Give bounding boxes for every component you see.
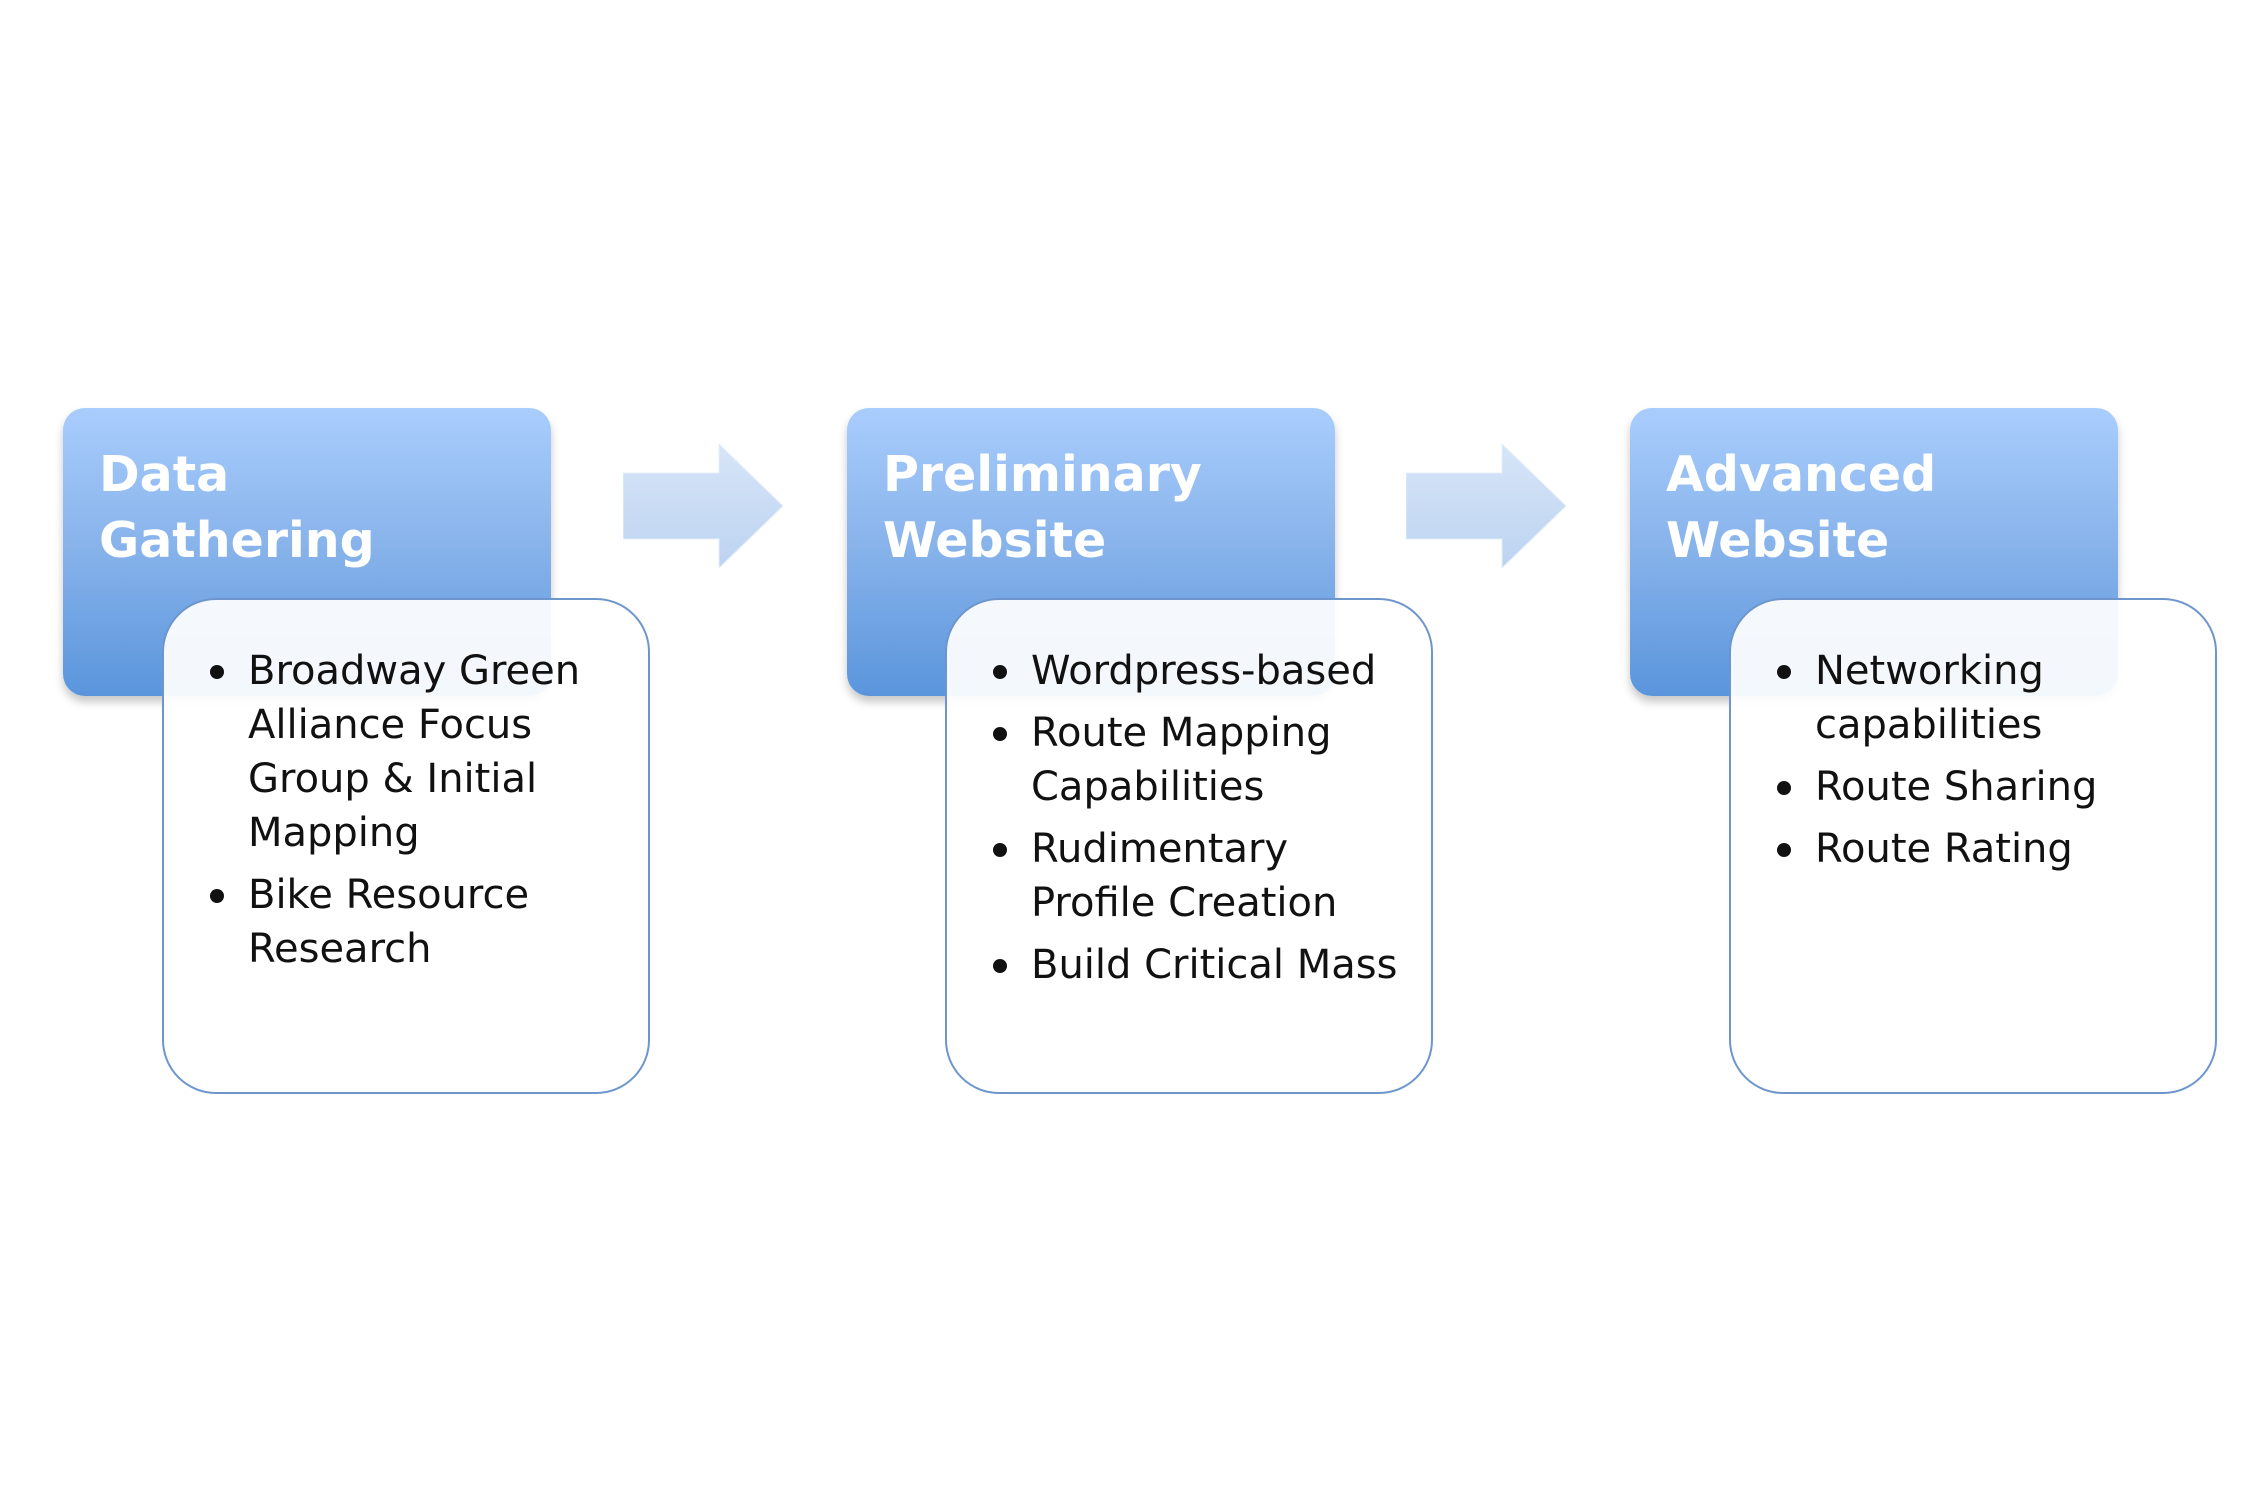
- step-3-details: Networking capabilities Route Sharing Ro…: [1729, 598, 2217, 1094]
- step-2-item: Wordpress-based: [993, 644, 1411, 698]
- step-2-details: Wordpress-based Route Mapping Capabiliti…: [945, 598, 1433, 1094]
- step-3-item: Networking capabilities: [1777, 644, 2195, 752]
- step-1-item: Bike Resource Research: [210, 868, 628, 976]
- step-2-item: Build Critical Mass: [993, 938, 1411, 992]
- step-1-details: Broadway Green Alliance Focus Group & In…: [162, 598, 650, 1094]
- step-3-list: Networking capabilities Route Sharing Ro…: [1777, 644, 2195, 876]
- step-1-list: Broadway Green Alliance Focus Group & In…: [210, 644, 628, 976]
- step-3-item: Route Sharing: [1777, 760, 2195, 814]
- arrow-right-icon: [1406, 444, 1566, 568]
- step-2-title: Preliminary Website: [883, 446, 1202, 569]
- arrow-right-icon: [623, 444, 783, 568]
- step-1-item: Broadway Green Alliance Focus Group & In…: [210, 644, 628, 860]
- step-3-title: Advanced Website: [1666, 446, 1937, 569]
- step-3-header: Advanced Website: [1630, 408, 2118, 696]
- step-2-item: Route Mapping Capabilities: [993, 706, 1411, 814]
- step-3-item: Route Rating: [1777, 822, 2195, 876]
- step-2-item: Rudimentary Profile Creation: [993, 822, 1411, 930]
- step-1-title: Data Gathering: [99, 446, 375, 569]
- step-2-list: Wordpress-based Route Mapping Capabiliti…: [993, 644, 1411, 992]
